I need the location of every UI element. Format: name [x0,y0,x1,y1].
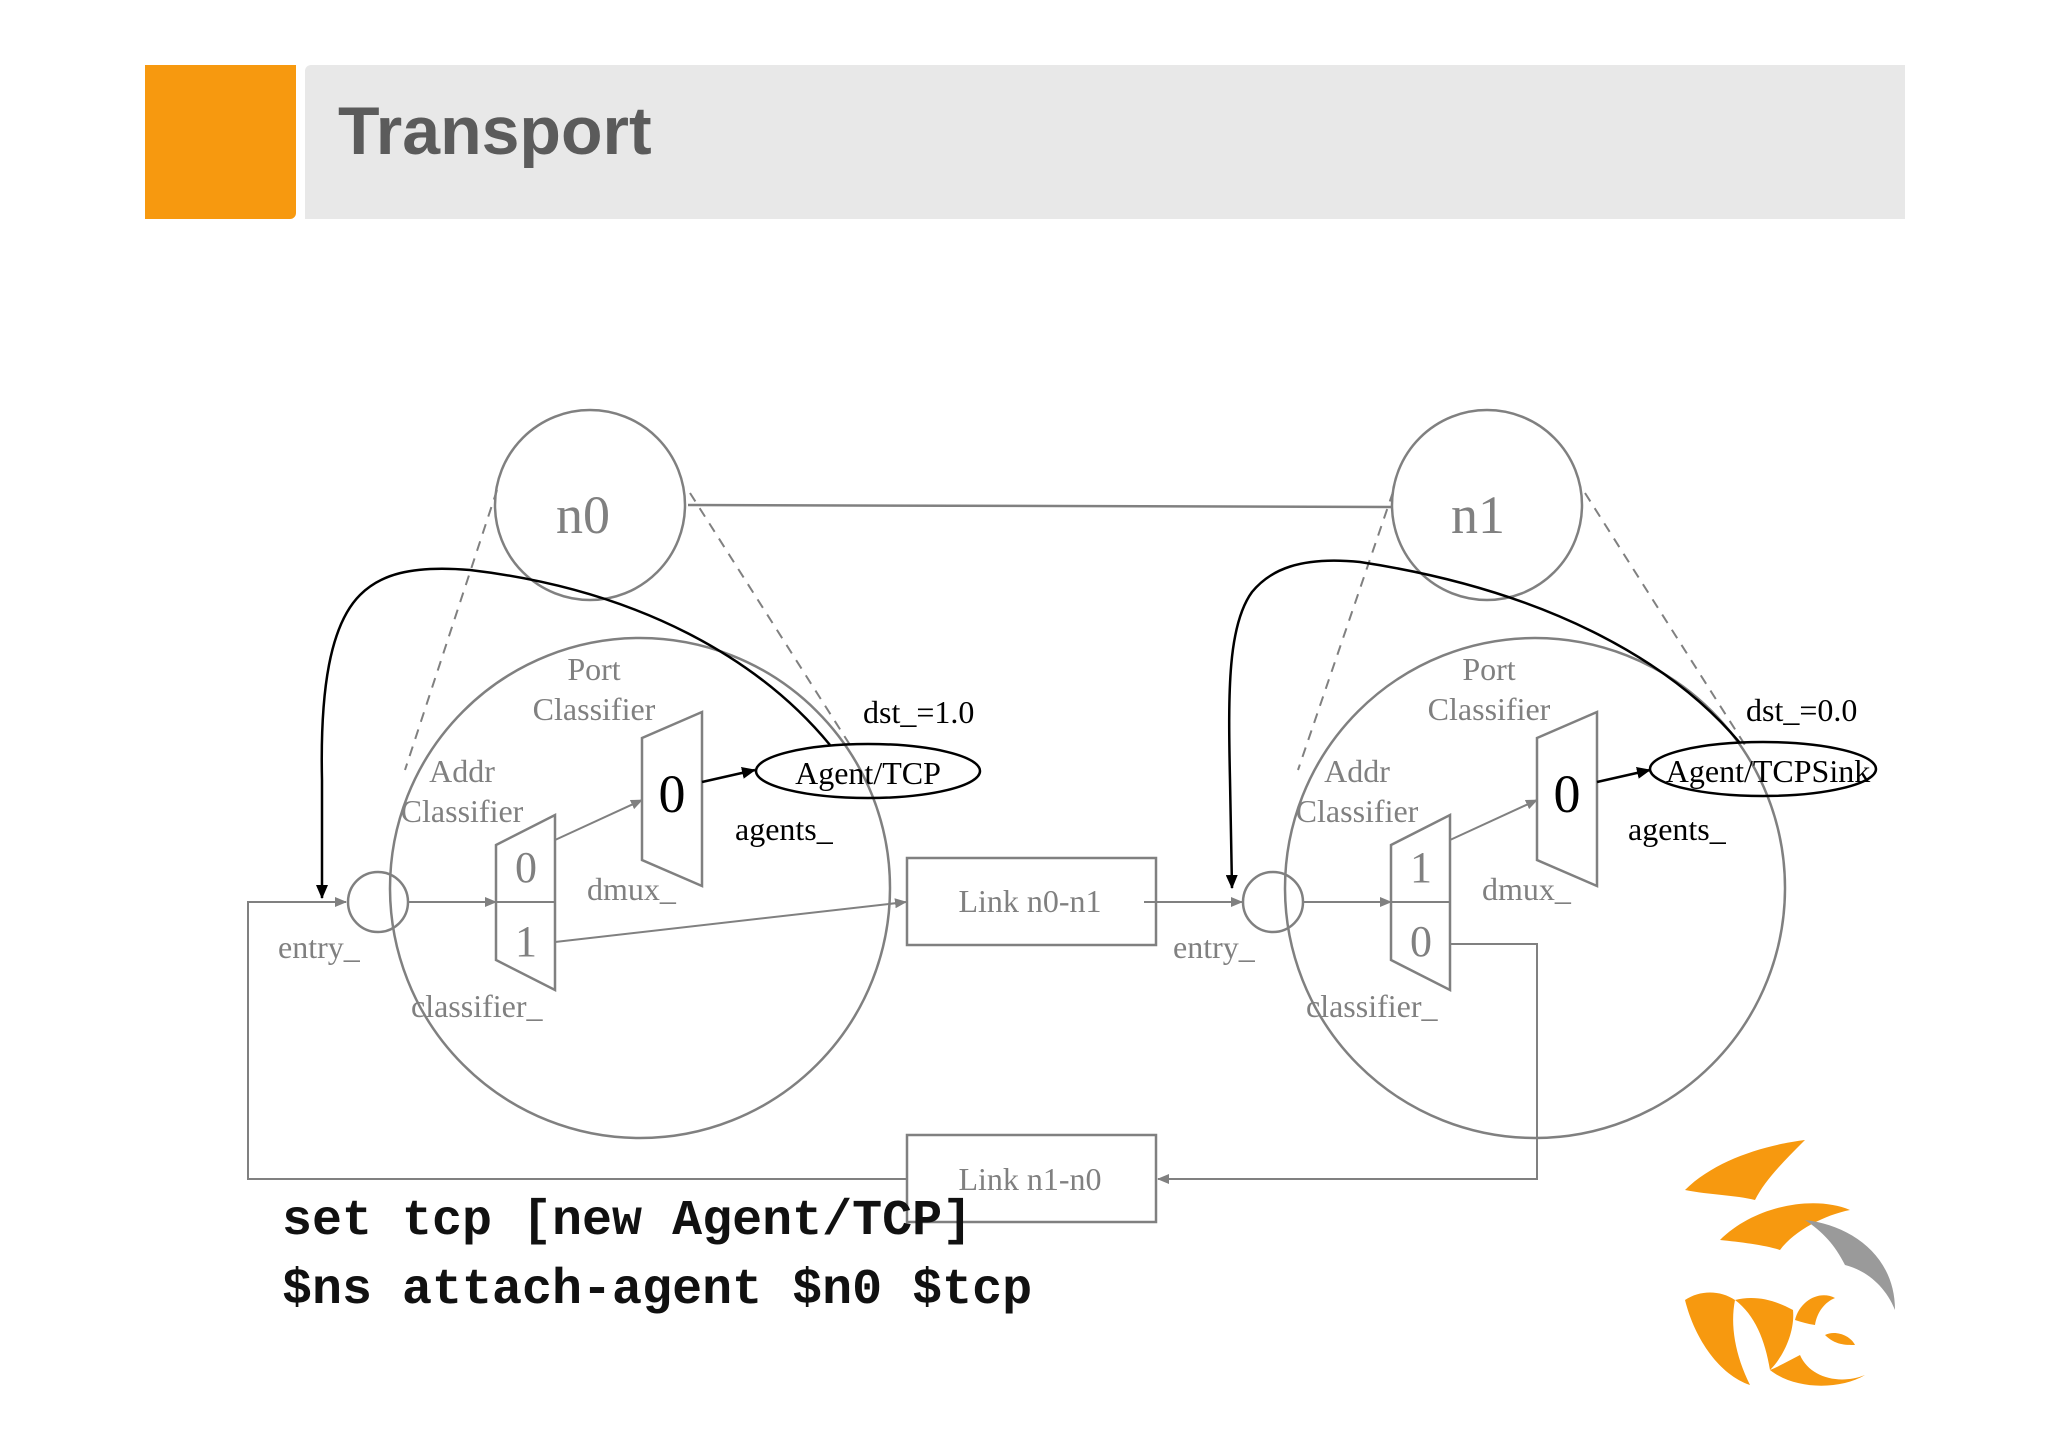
dmux-shape [1535,710,1599,888]
agent-label: Agent/TCP [795,755,941,791]
agents-label: agents_ [1628,811,1727,847]
classifier-slot: 1 [1410,843,1432,892]
node1-big-circle [1283,636,1787,1140]
dmux-label: dmux_ [1482,871,1572,907]
zoom-line [1297,491,1394,771]
dst-label: dst_=0.0 [1746,692,1857,728]
dmux-slot: 0 [1554,764,1581,824]
zoom-line [404,489,498,771]
node0-big-circle [388,636,892,1140]
classifier-slot: 1 [515,917,537,966]
node-n1: n1 [1390,408,1584,602]
zoom-line [1584,492,1746,746]
slide-title: Transport [338,93,652,169]
node0-detail: Port Classifier Addr Classifier 0 dmux_ … [278,567,982,1140]
agent-to-entry-curve [1225,559,1741,889]
link-label: Link n0-n1 [958,883,1101,919]
port-classifier-label: Port [567,651,620,687]
entry-label: entry_ [278,929,361,965]
node1-detail: Port Classifier Addr Classifier 0 dmux_ … [1173,559,1878,1140]
agent-to-entry-curve [316,567,831,899]
addr-classifier-label: Classifier [401,793,524,829]
port-classifier-label: Classifier [533,691,656,727]
title-accent-block [145,65,296,219]
code-line: set tcp [new Agent/TCP] [282,1193,973,1250]
node-n1-circle [1390,408,1584,602]
code-line: $ns attach-agent $n0 $tcp [282,1262,1033,1319]
node-n0: n0 [493,408,687,602]
agent-label: Agent/TCPSink [1666,753,1870,789]
link-n0-n1: Link n0-n1 [905,856,1243,947]
dmux-shape [640,710,704,888]
classifier-label: classifier_ [411,988,544,1024]
classifier-slot: 0 [515,843,537,892]
n0-n1-topology-link [687,503,1394,509]
node-n0-circle [493,408,687,602]
zoom-line [689,492,851,746]
link-n1-n0: Link n1-n0 [247,897,1538,1224]
title-bar [305,65,1905,219]
addr-classifier-label: Addr [1324,753,1390,789]
port-classifier-label: Port [1462,651,1515,687]
node-n1-label: n1 [1451,485,1505,545]
link-label: Link n1-n0 [958,1161,1101,1197]
addr-classifier-label: Classifier [1296,793,1419,829]
orange-swirl-logo [1685,1140,1895,1386]
entry-point [1241,870,1305,934]
dmux-label: dmux_ [587,871,677,907]
dmux-slot: 0 [659,764,686,824]
classifier-slot: 0 [1410,917,1432,966]
classifier-shape [1389,812,1452,993]
node-n0-label: n0 [556,485,610,545]
agents-label: agents_ [735,811,834,847]
classifier-label: classifier_ [1306,988,1439,1024]
classifier-shape [494,812,557,993]
port-classifier-label: Classifier [1428,691,1551,727]
entry-point [346,870,410,934]
addr-classifier-label: Addr [429,753,495,789]
entry-label: entry_ [1173,929,1256,965]
agent-tcp [754,742,982,800]
dst-label: dst_=1.0 [863,694,974,730]
